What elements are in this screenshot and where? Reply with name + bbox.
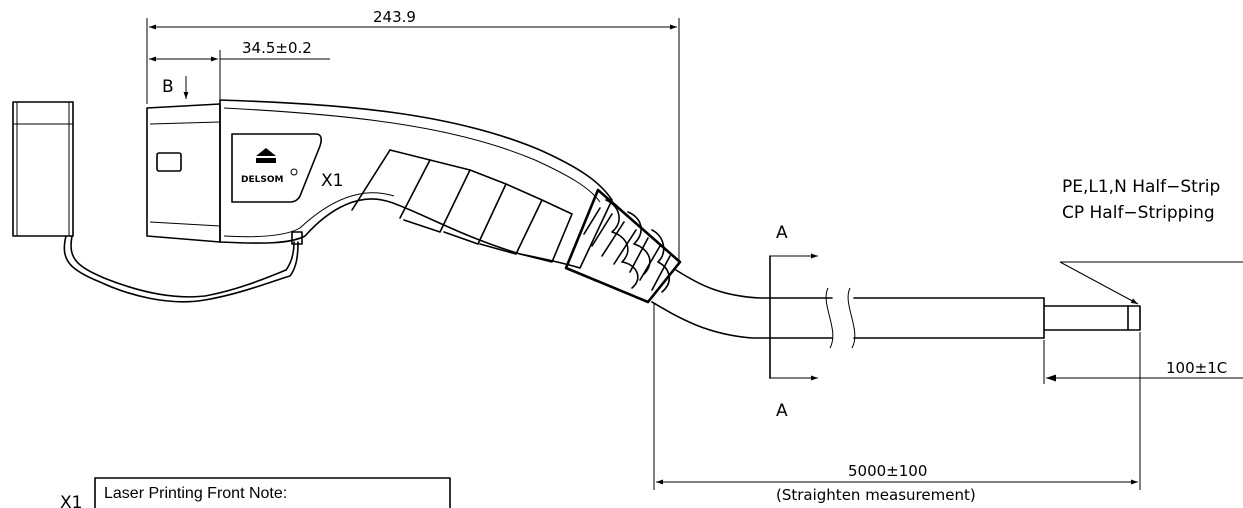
svg-text:DELSOM: DELSOM: [241, 175, 283, 185]
dimension-label-head: 34.5±0.2: [242, 39, 312, 57]
latch-window: [156, 152, 182, 172]
connector-id-clipped: X1: [60, 493, 82, 508]
strip-note-line2: CP Half−Stripping: [1062, 203, 1215, 223]
dimension-note-cable: (Straighten measurement): [776, 486, 976, 504]
section-a-a: A A: [769, 223, 818, 421]
connector-head: [146, 103, 221, 243]
laser-note-box: Laser Printing Front Note: X1: [60, 477, 451, 508]
dimension-label-overall: 243.9: [373, 8, 416, 26]
logo-panel: [231, 133, 322, 203]
view-b-indicator: B: [162, 76, 189, 99]
section-label-bottom: A: [776, 401, 788, 421]
dimension-strip-length: 100±1C: [1043, 332, 1243, 490]
connector-handle: DELSOM X1: [219, 99, 613, 269]
dimension-label-strip: 100±1C: [1166, 359, 1227, 377]
section-label-top: A: [776, 223, 788, 243]
dimension-cable-length: 5000±100 (Straighten measurement): [653, 304, 1138, 504]
charging-cable: [651, 269, 1141, 349]
laser-note-title: Laser Printing Front Note:: [104, 485, 287, 502]
stripping-note: PE,L1,N Half−Strip CP Half−Stripping: [1059, 177, 1243, 305]
dust-cap: [12, 101, 74, 237]
grip-ribs: [351, 149, 573, 263]
dimension-head-length: 34.5±0.2: [149, 39, 330, 100]
dimension-label-cable: 5000±100: [848, 462, 927, 480]
connector-id-label: X1: [321, 171, 343, 191]
strain-relief-boot: [564, 188, 682, 304]
view-b-label: B: [162, 77, 174, 97]
strip-note-line1: PE,L1,N Half−Strip: [1062, 177, 1220, 197]
dimension-overall-length: 243.9: [146, 8, 680, 265]
brand-logo: DELSOM: [241, 148, 298, 185]
